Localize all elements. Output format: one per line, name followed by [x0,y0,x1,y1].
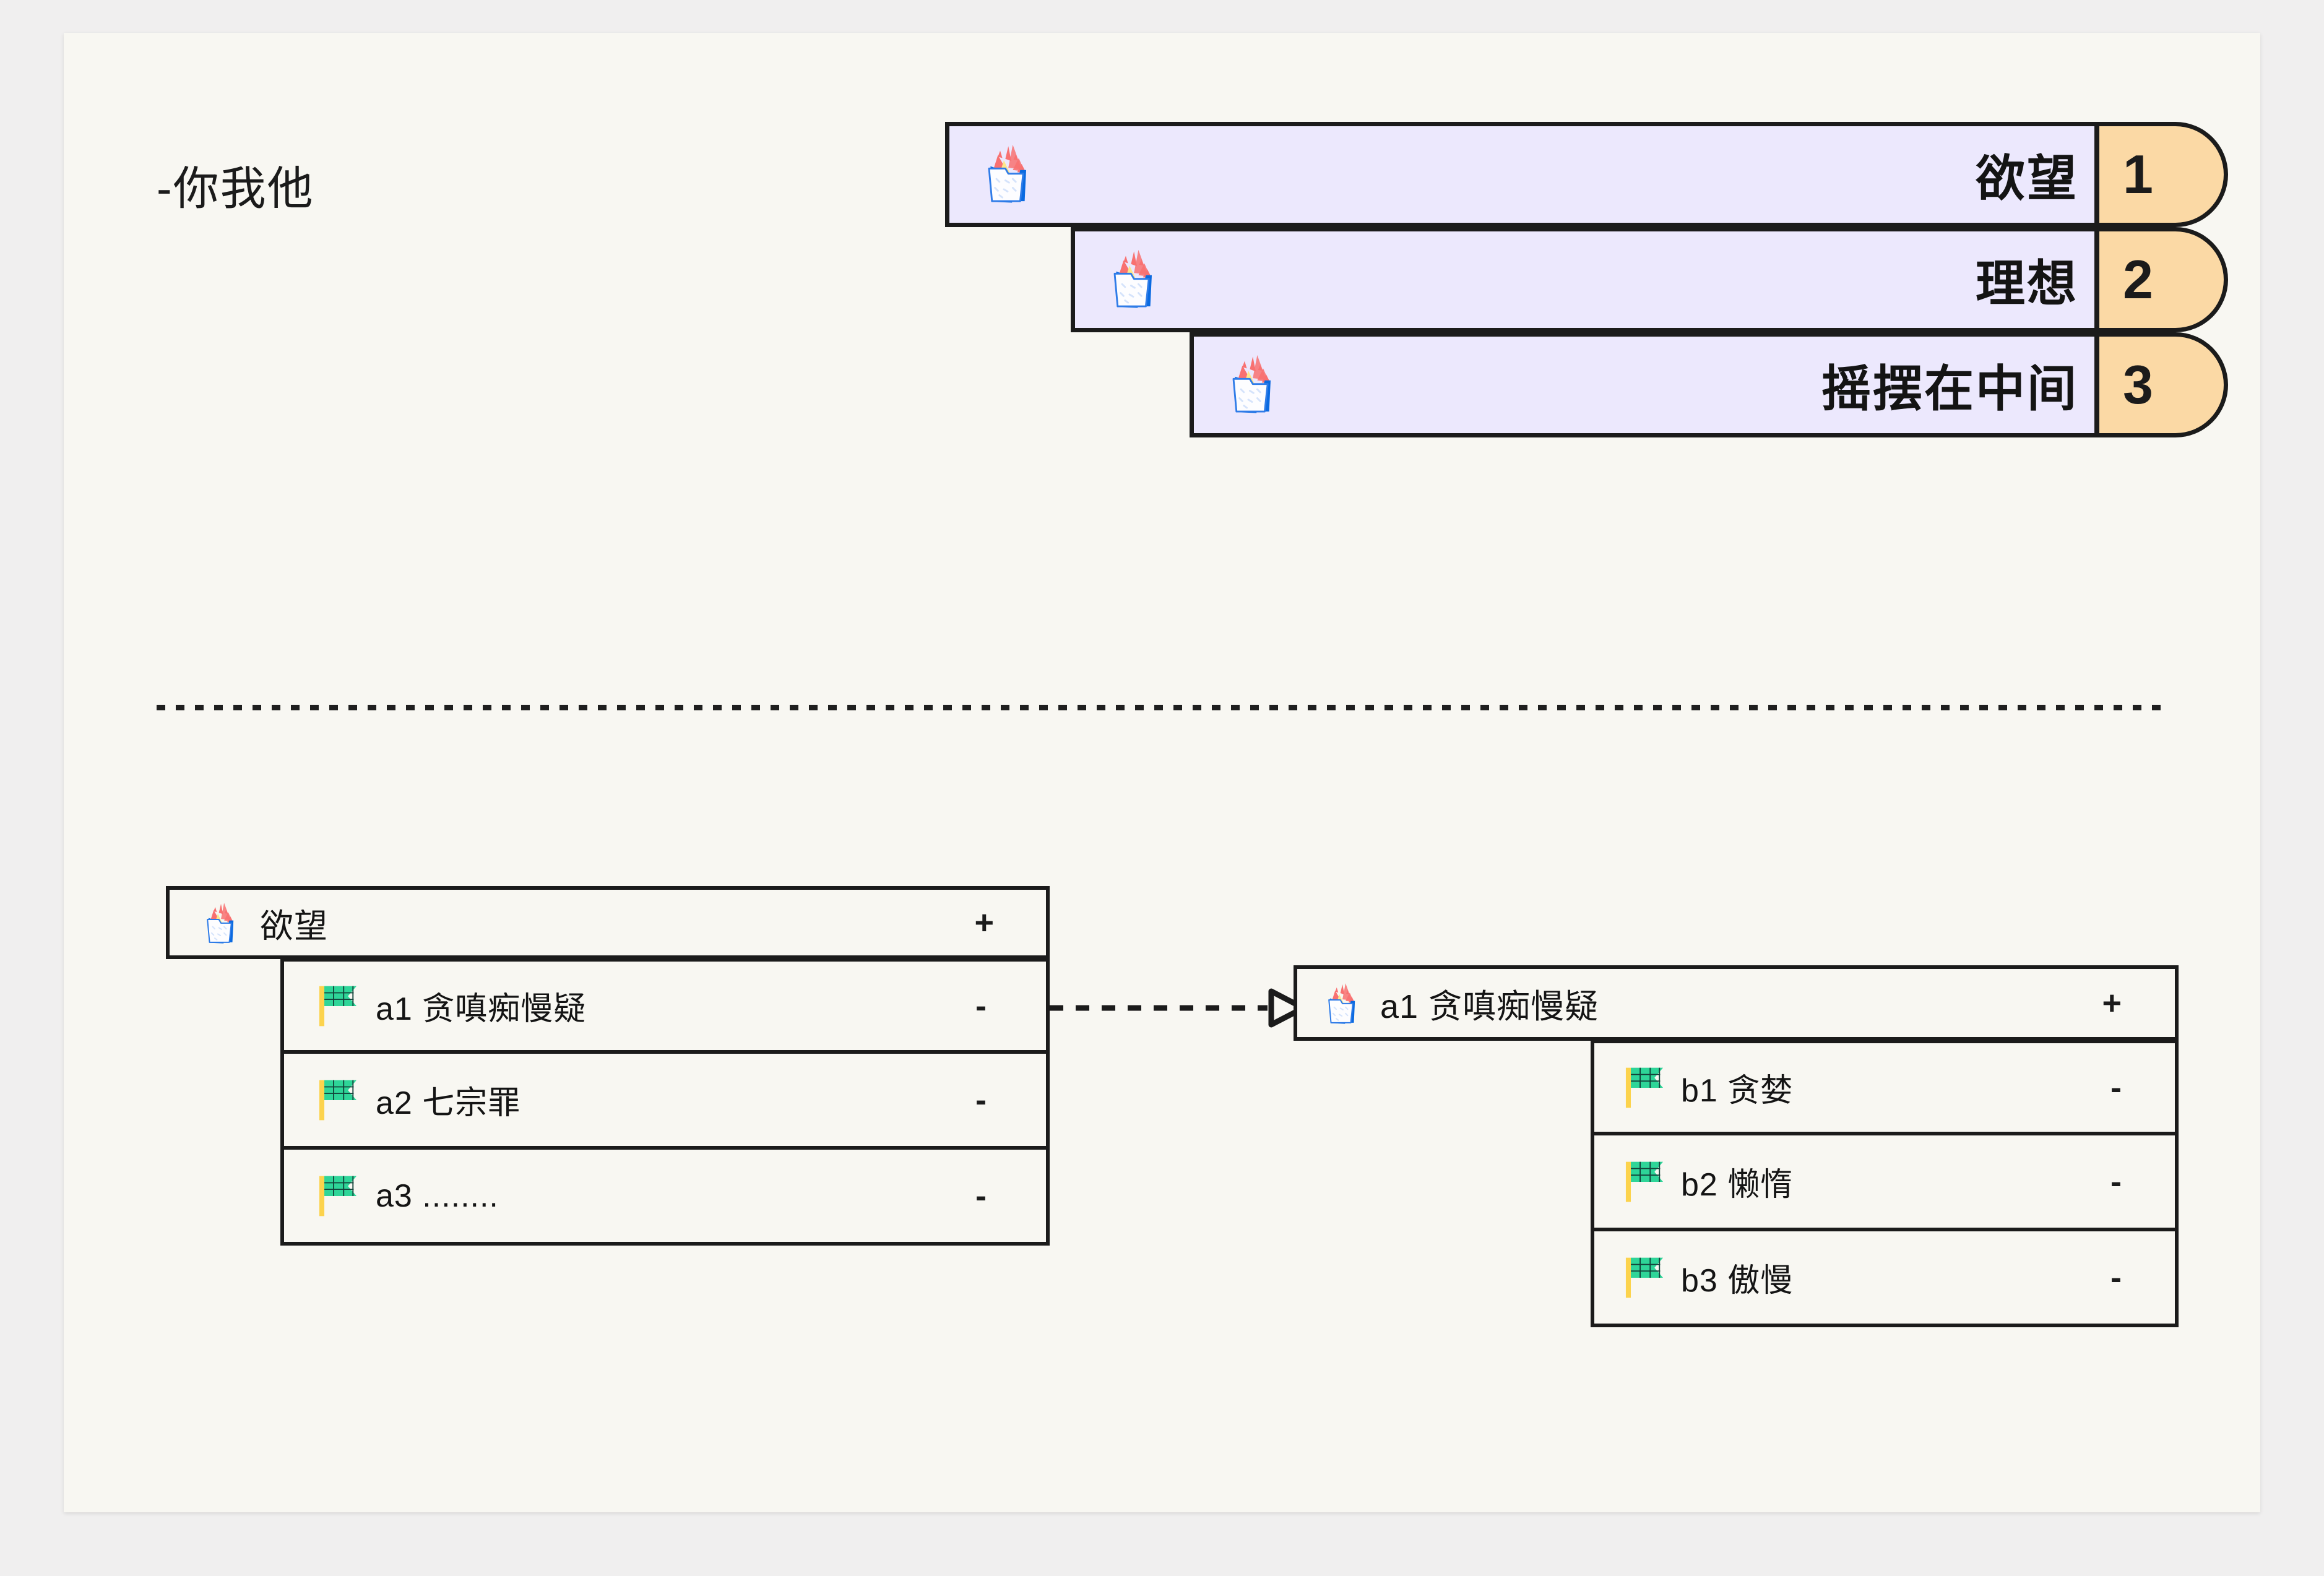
tree-right-head-label: a1 贪嗔痴慢疑 [1380,988,1599,1025]
list-item-collapse-button[interactable]: - [2110,1163,2122,1200]
list-item[interactable]: b2 懒惰 - [1591,1135,2179,1231]
list-item[interactable]: a3 ........ - [280,1150,1050,1246]
list-item-collapse-button[interactable]: - [975,1177,987,1215]
fire-folder-icon [1092,241,1167,319]
list-item-collapse-button[interactable]: - [975,1081,987,1119]
banner-bar-3[interactable]: 摇摆在中间 3 [1190,332,2228,437]
list-item-label: b1 贪婪 [1681,1073,1794,1109]
banner-bar-2-number: 2 [2097,227,2228,332]
tree-left-head-expand-button[interactable]: + [974,904,994,941]
green-flag-icon [316,983,360,1029]
list-item-label: a3 ........ [376,1178,499,1214]
banner-bar-3-label: 摇摆在中间 [1821,361,2078,416]
green-flag-icon [1623,1159,1666,1205]
list-item-label: a2 七宗罪 [376,1085,521,1121]
green-flag-icon [1623,1065,1666,1111]
list-item-label: b2 懒惰 [1681,1167,1794,1203]
tree-left-head-label: 欲望 [260,907,328,945]
banner-bar-3-body: 摇摆在中间 [1190,332,2097,437]
dashed-arrow-connector [1050,986,1310,1030]
banner-bar-2[interactable]: 理想 2 [1071,227,2228,332]
section-divider [157,705,2165,710]
tree-panel-left: 欲望 + [166,886,1050,1246]
list-item-label: b3 傲慢 [1681,1263,1794,1299]
fire-folder-icon [1211,347,1285,424]
page-canvas: -你我他 [64,33,2260,1512]
green-flag-icon [1623,1255,1666,1301]
tree-left-children: a1 贪嗔痴慢疑 - [280,958,1050,1246]
green-flag-icon [316,1173,360,1219]
green-flag-icon [316,1077,360,1123]
list-item-label: a1 贪嗔痴慢疑 [376,991,587,1027]
tree-right-head[interactable]: a1 贪嗔痴慢疑 + [1294,965,2179,1041]
tree-right-head-expand-button[interactable]: + [2102,984,2122,1022]
banner-bar-1-label: 欲望 [1976,151,2078,206]
banner-bar-3-number: 3 [2097,332,2228,437]
list-item[interactable]: b3 傲慢 - [1591,1231,2179,1327]
tree-left-head[interactable]: 欲望 + [166,886,1050,959]
page-title: -你我他 [157,163,314,214]
list-item-collapse-button[interactable]: - [2110,1069,2122,1106]
list-item[interactable]: a2 七宗罪 - [280,1054,1050,1150]
fire-folder-icon [1313,977,1365,1029]
fire-folder-icon [192,897,244,949]
tree-panel-right: a1 贪嗔痴慢疑 + [1294,965,2179,1327]
list-item-collapse-button[interactable]: - [2110,1259,2122,1296]
banner-bar-1[interactable]: 欲望 1 [945,122,2228,227]
banner-bar-1-body: 欲望 [945,122,2097,227]
tree-right-children: b1 贪婪 - [1591,1040,2179,1327]
list-item[interactable]: b1 贪婪 - [1591,1040,2179,1135]
list-item[interactable]: a1 贪嗔痴慢疑 - [280,958,1050,1054]
banner-bar-1-number: 1 [2097,122,2228,227]
list-item-collapse-button[interactable]: - [975,987,987,1025]
banner-bar-2-body: 理想 [1071,227,2097,332]
banner-bar-2-label: 理想 [1976,256,2078,311]
fire-folder-icon [967,136,1041,213]
